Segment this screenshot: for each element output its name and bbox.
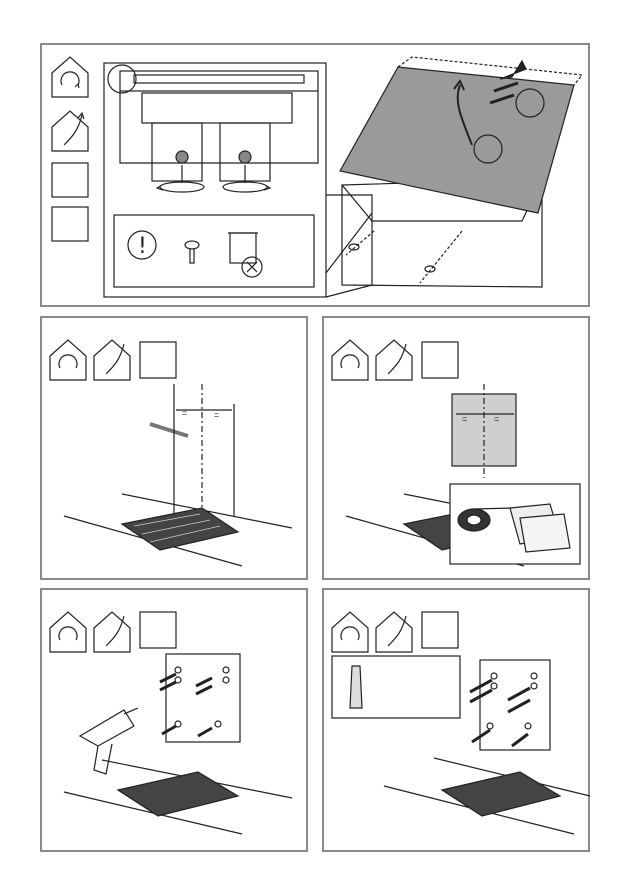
extraction-mode-icon: [376, 340, 412, 380]
step-number-box: [422, 342, 458, 378]
warning-symbol: !: [138, 234, 147, 259]
hood-cover: [340, 67, 574, 213]
wall-plug-icon: [350, 666, 362, 708]
step-number-box: [140, 612, 176, 648]
callout-circle: [108, 65, 136, 93]
blank-step-box: [52, 163, 88, 197]
dimension-equal: =: [182, 408, 187, 418]
dimension-equal: =: [214, 410, 219, 420]
dimension-equal: =: [494, 414, 499, 424]
screw-icon: [185, 241, 199, 263]
step-panel-drill: [40, 588, 308, 852]
pencil-icon: [150, 424, 188, 436]
left-clip: [152, 123, 202, 181]
recirculation-mode-icon: [332, 612, 368, 652]
inset-frame: [104, 63, 326, 297]
power-drill-icon: [80, 708, 138, 774]
extraction-mode-icon: [94, 612, 130, 652]
step-panel-mark-wall: = =: [40, 316, 308, 580]
step-number-box: [422, 612, 458, 648]
drilling-template: [480, 660, 550, 750]
mark-wall-illustration: = =: [42, 318, 310, 582]
extraction-mode-icon: [52, 111, 88, 151]
recirculation-mode-icon: [50, 340, 86, 380]
blank-step-box: [52, 207, 88, 241]
recirculation-mode-icon: [52, 57, 88, 97]
recirculation-mode-icon: [50, 612, 86, 652]
recirculation-mode-icon: [332, 340, 368, 380]
step-panel-template: = =: [322, 316, 590, 580]
bin-icon: [228, 233, 258, 263]
dimension-equal: =: [462, 414, 467, 424]
template-illustration: = =: [324, 318, 592, 582]
step-panel-wall-plugs: [322, 588, 590, 852]
extraction-mode-icon: [94, 340, 130, 380]
step-number-box: [140, 342, 176, 378]
drill-illustration: [42, 590, 310, 854]
hob-icon: [442, 772, 560, 816]
screw-icon: [349, 244, 359, 250]
wall-plugs-illustration: [324, 590, 592, 854]
extraction-mode-icon: [376, 612, 412, 652]
step-panel-remove-hood-cover: !: [40, 43, 590, 307]
remove-cover-illustration: !: [42, 45, 592, 309]
